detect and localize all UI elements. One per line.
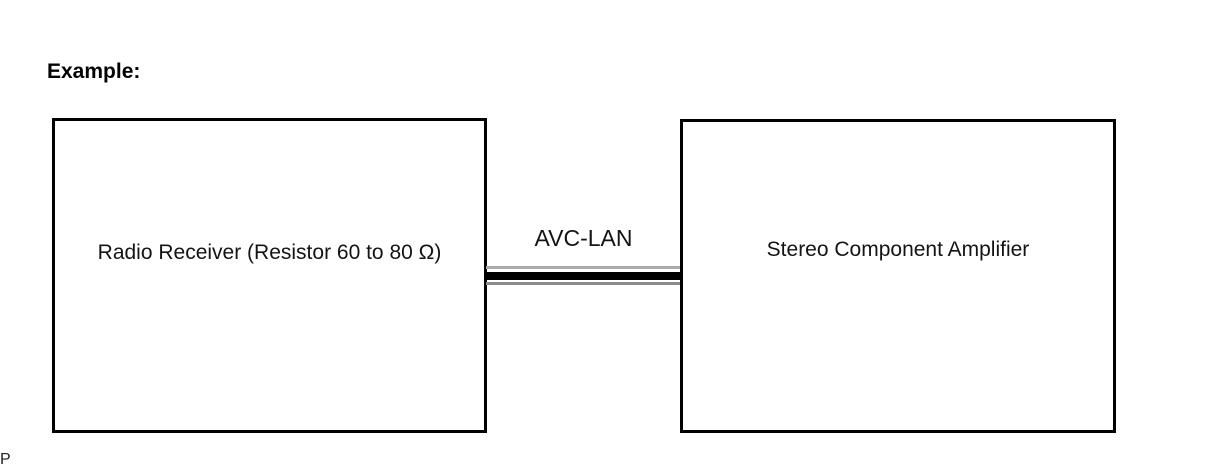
node-radio-receiver: Radio Receiver (Resistor 60 to 80 Ω) [52,118,487,433]
bus-stripe-center [486,272,680,280]
bus-stripe-bottom [486,282,680,285]
avc-lan-bus-line [486,266,680,285]
node-stereo-component-amplifier-label: Stereo Component Amplifier [766,237,1030,261]
avc-lan-connection-label: AVC-LAN [534,225,633,251]
example-heading: Example: [47,60,141,83]
bus-stripe-top [486,266,680,269]
node-radio-receiver-label: Radio Receiver (Resistor 60 to 80 Ω) [97,240,442,264]
node-stereo-component-amplifier: Stereo Component Amplifier [680,119,1116,433]
page-margin-char: P [0,451,11,468]
